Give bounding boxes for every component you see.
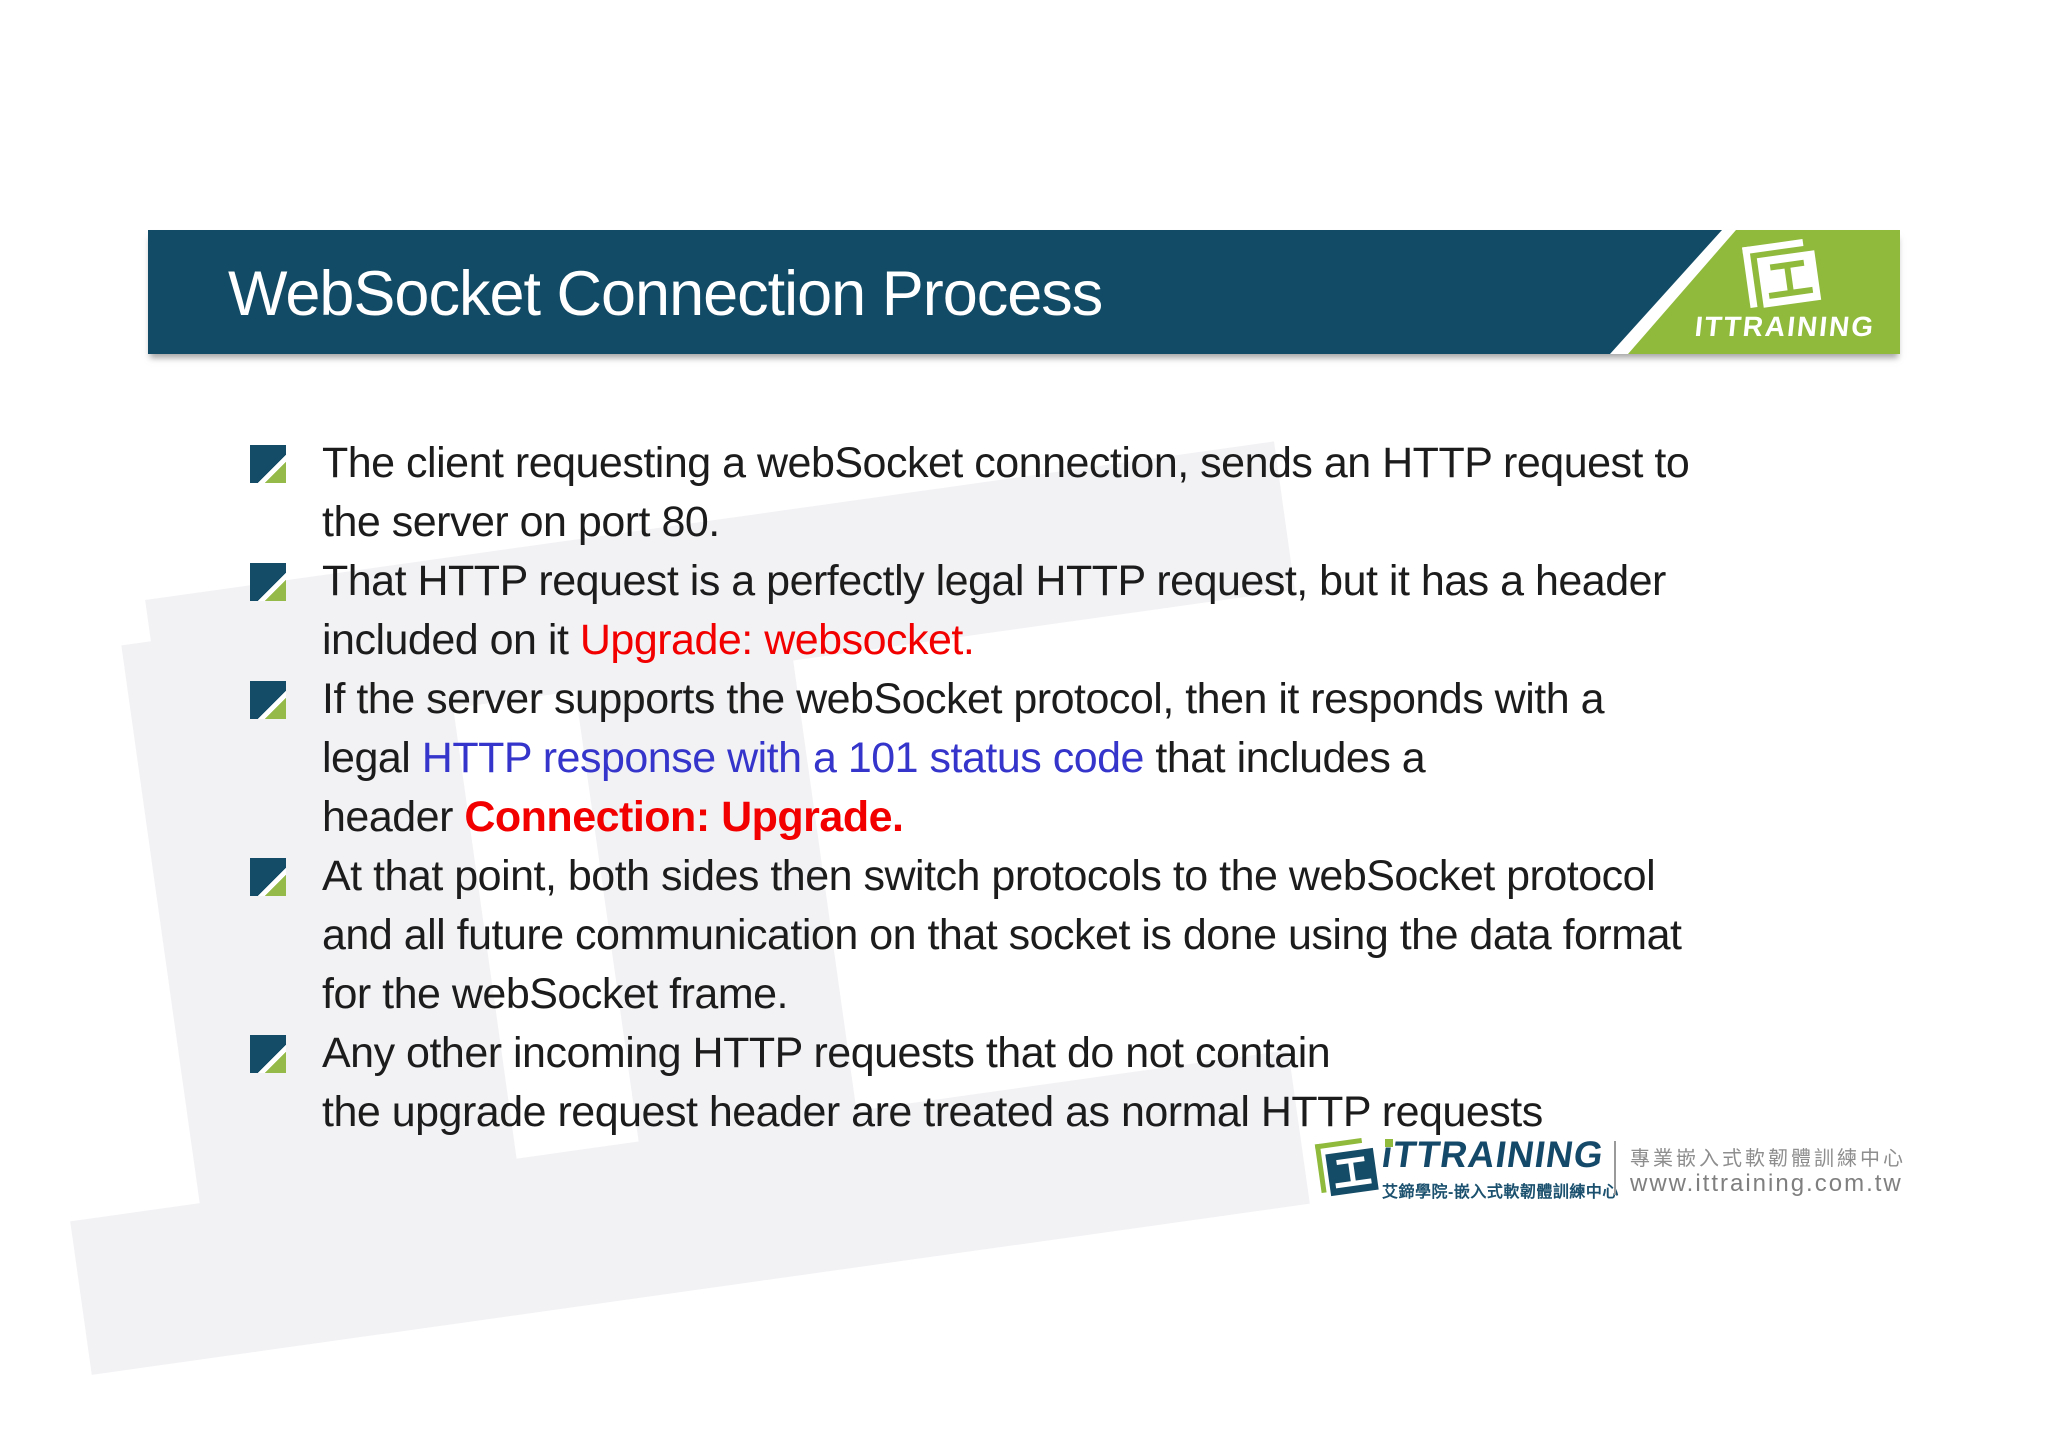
bullet-item: Any other incoming HTTP requests that do… (250, 1024, 2030, 1142)
bullet-item: If the server supports the webSocket pro… (250, 670, 2030, 847)
bullet-square-icon (250, 563, 286, 601)
bullet-square-icon (250, 1035, 286, 1073)
footer-logo-chinese-name: 艾鍗學院-嵌入式軟韌體訓練中心 (1382, 1184, 1619, 1201)
footer-divider (1614, 1141, 1616, 1195)
logo-square-shape (1325, 1147, 1379, 1197)
footer-brand-strip: iTTRAINING 艾鍗學院-嵌入式軟韌體訓練中心 專業嵌入式軟韌體訓練中心 … (1314, 1134, 1916, 1204)
bullet-list: The client requesting a webSocket connec… (250, 434, 2030, 1142)
bullet-text: At that point, both sides then switch pr… (322, 852, 1682, 1018)
bullet-square-icon (250, 681, 286, 719)
slide-title: WebSocket Connection Process (228, 259, 1103, 329)
header-logo-wordmark: ITTRAINING (1693, 311, 1877, 342)
wordmark-i-dot (1385, 1139, 1393, 1147)
footer-website: www.ittraining.com.tw (1630, 1170, 1903, 1197)
bullet-text: The client requesting a webSocket connec… (322, 439, 1690, 546)
title-bar: WebSocket Connection Process ITTRAINING (148, 230, 1900, 354)
bullet-text: If the server supports the webSocket pro… (322, 675, 1604, 841)
logo-gong-glyph (1325, 1148, 1378, 1196)
bullet-text: Any other incoming HTTP requests that do… (322, 1029, 1543, 1136)
footer-tagline: 專業嵌入式軟韌體訓練中心 (1630, 1148, 1906, 1170)
footer-logo-wordmark: iTTRAINING (1379, 1134, 1607, 1175)
bullet-item: That HTTP request is a perfectly legal H… (250, 552, 2030, 670)
logo-gong-glyph (1757, 250, 1821, 308)
bullet-item: At that point, both sides then switch pr… (250, 847, 2030, 1024)
bullet-square-icon (250, 445, 286, 483)
ittraining-logo-icon-small (1314, 1137, 1380, 1199)
bullet-item: The client requesting a webSocket connec… (250, 434, 2030, 552)
ittraining-logo-icon (1742, 239, 1826, 312)
bullet-square-icon (250, 858, 286, 896)
logo-square-shape (1756, 250, 1822, 308)
bullet-text: That HTTP request is a perfectly legal H… (322, 557, 1666, 664)
